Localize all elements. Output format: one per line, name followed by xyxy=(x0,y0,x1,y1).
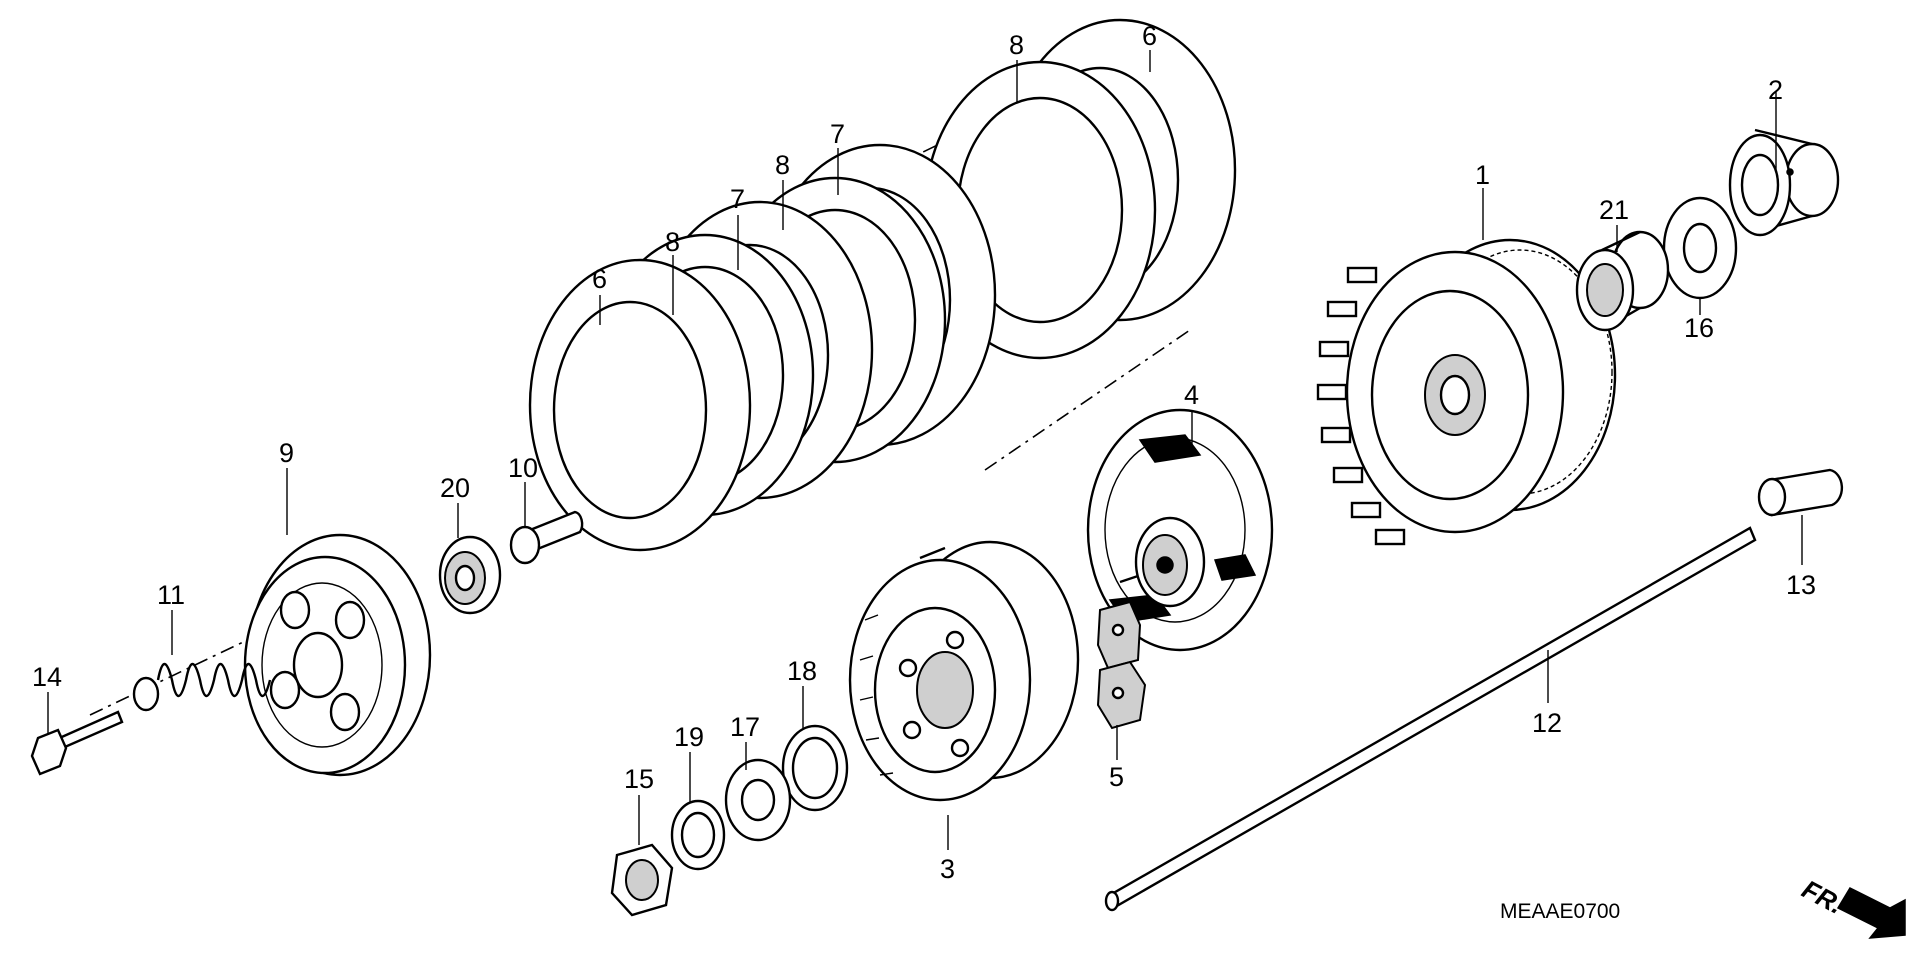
part-label-6-top: 6 xyxy=(1142,21,1157,51)
pressure-plate xyxy=(1086,408,1274,652)
collar-sleeve xyxy=(1757,468,1844,517)
part-label-16: 16 xyxy=(1684,313,1714,343)
part-label-11: 11 xyxy=(157,580,185,610)
front-arrow-icon xyxy=(1836,887,1906,939)
part-label-13: 13 xyxy=(1786,570,1816,600)
clutch-lifter-piece xyxy=(509,510,584,565)
flange-bolt xyxy=(30,710,124,776)
part-label-18: 18 xyxy=(787,656,817,686)
washer-17 xyxy=(724,758,792,842)
friction-disc-front xyxy=(528,258,752,552)
judder-spring-set xyxy=(1096,600,1147,730)
washer-18 xyxy=(781,724,849,812)
needle-bearing xyxy=(1575,230,1670,332)
part-label-9: 9 xyxy=(279,438,294,468)
part-label-5: 5 xyxy=(1109,762,1124,792)
part-label-2: 2 xyxy=(1768,75,1783,105)
thrust-washer xyxy=(1662,196,1738,300)
part-label-14: 14 xyxy=(32,662,62,692)
part-labels: 1 2 3 4 5 6 6 7 7 8 8 8 9 10 11 12 13 14… xyxy=(32,21,1816,884)
part-label-10: 10 xyxy=(508,453,538,483)
clutch-spring xyxy=(132,662,272,712)
washer-19 xyxy=(670,799,726,871)
clutch-center xyxy=(848,540,1080,802)
lifter-bearing xyxy=(438,535,502,615)
part-label-8-top: 8 xyxy=(1009,30,1024,60)
clutch-outer-housing xyxy=(1316,238,1617,546)
lock-nut xyxy=(610,843,674,917)
outer-guide-collar xyxy=(1728,128,1840,237)
part-label-3: 3 xyxy=(940,854,955,884)
part-label-6-left: 6 xyxy=(592,264,607,294)
part-label-1: 1 xyxy=(1475,160,1490,190)
lifter-rod xyxy=(1104,526,1757,912)
clutch-lifter-plate xyxy=(243,533,432,777)
part-label-15: 15 xyxy=(624,764,654,794)
part-label-21: 21 xyxy=(1599,195,1629,225)
part-label-8-left: 8 xyxy=(665,227,680,257)
part-label-19: 19 xyxy=(674,722,704,752)
part-label-20: 20 xyxy=(440,473,470,503)
diagram-code: MEAAE0700 xyxy=(1500,900,1620,923)
part-label-7-left: 7 xyxy=(730,184,745,214)
part-label-4: 4 xyxy=(1184,380,1199,410)
part-label-7-right: 7 xyxy=(830,119,845,149)
front-label: FR. xyxy=(1797,874,1848,920)
leader-lines xyxy=(47,50,1803,850)
part-label-17: 17 xyxy=(730,712,760,742)
part-label-8-mid: 8 xyxy=(775,150,790,180)
part-label-12: 12 xyxy=(1532,708,1562,738)
